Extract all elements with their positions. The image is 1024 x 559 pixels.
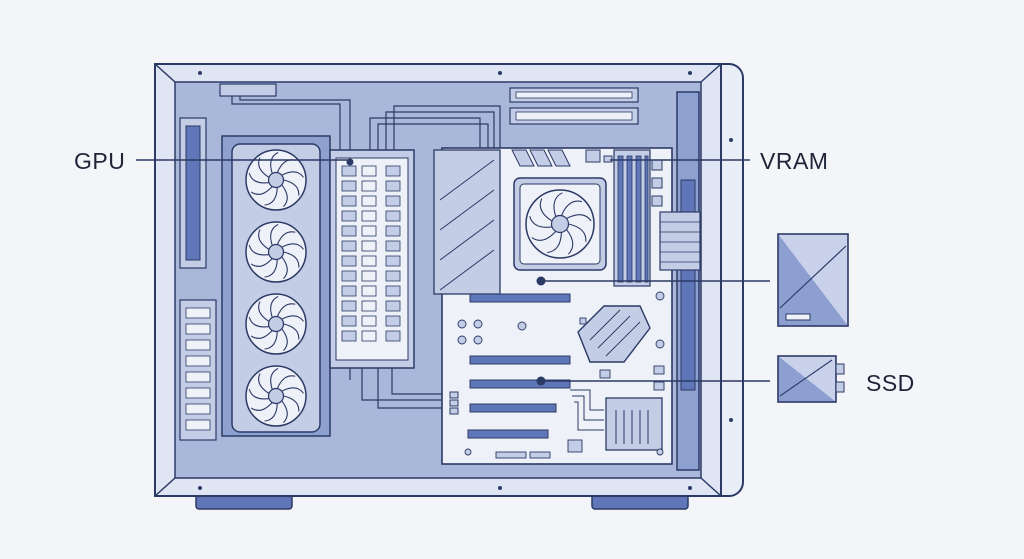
drive-icon	[777, 233, 849, 327]
fan-icon	[245, 365, 307, 427]
case-feet	[195, 494, 689, 510]
vram-chip	[385, 195, 401, 207]
vram-chip	[341, 195, 357, 207]
vram-chip	[385, 270, 401, 282]
vram-chip	[385, 210, 401, 222]
vram-chip	[341, 225, 357, 237]
vram-chip	[341, 180, 357, 192]
vram-module	[329, 149, 450, 409]
vram-chip	[341, 165, 357, 177]
rear-vent	[179, 117, 217, 441]
vram-chip	[385, 315, 401, 327]
vram-chip	[341, 240, 357, 252]
vram-chip	[385, 285, 401, 297]
fan-icon	[525, 189, 595, 259]
vram-chip	[385, 300, 401, 312]
vram-chip	[361, 210, 377, 222]
cable-bundle	[369, 105, 501, 150]
vram-chip	[341, 300, 357, 312]
vram-chip	[361, 255, 377, 267]
vram-chip	[361, 240, 377, 252]
vram-chip	[341, 255, 357, 267]
vram-chip	[361, 195, 377, 207]
vram-chip	[385, 165, 401, 177]
vram-chip	[341, 285, 357, 297]
vram-label: VRAM	[760, 148, 829, 174]
audio-chip	[605, 397, 663, 451]
pcie-slots	[467, 293, 571, 439]
vram-chip	[341, 315, 357, 327]
vram-chip	[361, 225, 377, 237]
cpu-cooler	[513, 177, 607, 271]
vram-chip	[361, 270, 377, 282]
vram-chip	[385, 330, 401, 342]
ssd-label: SSD	[866, 370, 915, 396]
top-ram-sticks	[509, 87, 639, 125]
fan-icon	[245, 149, 307, 211]
vram-chip	[385, 255, 401, 267]
fan-icon	[245, 221, 307, 283]
dimm-slots	[613, 149, 651, 287]
chipset-heatsink	[577, 305, 651, 363]
gpu-label: GPU	[74, 148, 126, 174]
top-bracket	[219, 83, 351, 170]
vram-chip	[341, 330, 357, 342]
vram-chip	[385, 240, 401, 252]
vram-chip	[385, 225, 401, 237]
vram-chip	[361, 315, 377, 327]
vram-chip	[361, 180, 377, 192]
vram-chip	[361, 165, 377, 177]
vram-chip	[361, 285, 377, 297]
vrm-heatsink	[433, 149, 501, 295]
fan-icon	[245, 293, 307, 355]
ssd-icon	[777, 355, 845, 403]
gpu-card	[221, 135, 331, 437]
vram-chip	[341, 270, 357, 282]
vram-chip	[361, 300, 377, 312]
vram-chip	[385, 180, 401, 192]
motherboard	[433, 147, 701, 465]
atx-connector	[659, 211, 701, 271]
callout-lines	[136, 159, 770, 382]
vram-chip	[361, 330, 377, 342]
vram-chip	[341, 210, 357, 222]
